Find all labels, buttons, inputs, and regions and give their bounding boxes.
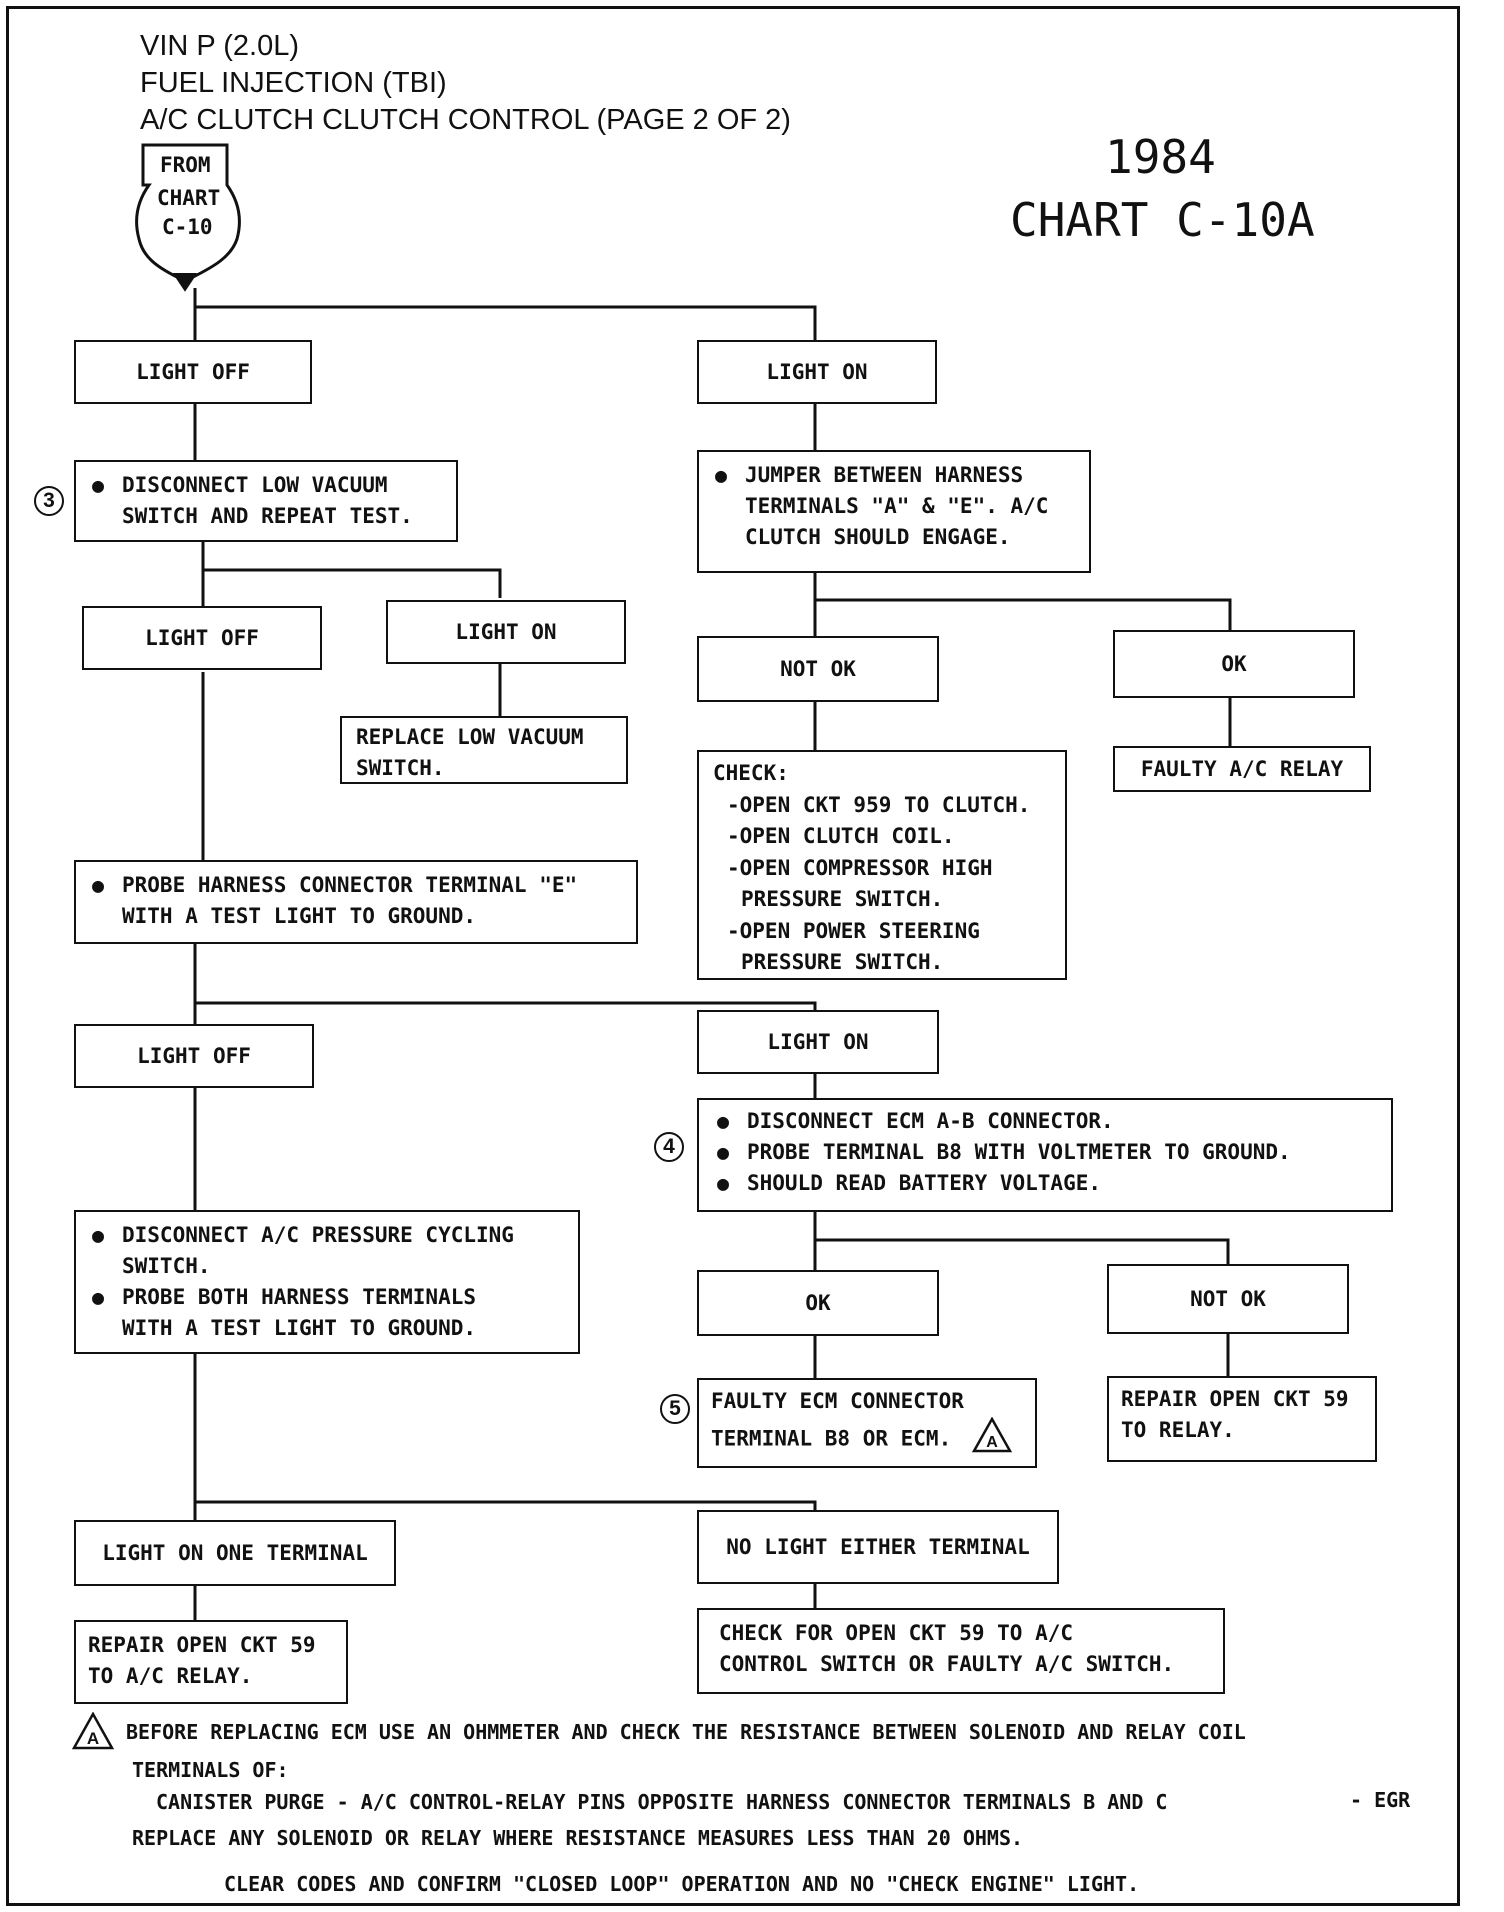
step-5-badge: A (986, 1434, 998, 1451)
disconnect-cycling-switch-box: DISCONNECT A/C PRESSURE CYCLING SWITCH. … (74, 1210, 580, 1354)
repair-59-relay-line2: TO A/C RELAY. (88, 1664, 253, 1688)
no-light-either-terminal-label: NO LIGHT EITHER TERMINAL (726, 1534, 1030, 1559)
right-light-on-1-label: LIGHT ON (766, 359, 868, 384)
start-from-label: FROM (160, 153, 211, 177)
header-chart-subject: A/C CLUTCH CLUTCH CONTROL (PAGE 2 OF 2) (140, 104, 791, 136)
right-ok-2-label: OK (805, 1290, 831, 1315)
right-not-ok-1-label: NOT OK (780, 656, 856, 681)
jumper-line1: JUMPER BETWEEN HARNESS (711, 460, 1077, 491)
check-open-59-line1: CHECK FOR OPEN CKT 59 TO A/C (719, 1621, 1074, 1645)
check-item-3b: PRESSURE SWITCH. (741, 887, 944, 911)
note-line2: TERMINALS OF: (132, 1758, 289, 1782)
header-fuel-injection: FUEL INJECTION (TBI) (140, 67, 447, 99)
right-not-ok-2: NOT OK (1107, 1264, 1349, 1334)
no-light-either-terminal-box: NO LIGHT EITHER TERMINAL (697, 1510, 1059, 1584)
left-light-on-2: LIGHT ON (386, 600, 626, 664)
step-5-line2-row: TERMINAL B8 OR ECM. A (711, 1416, 1023, 1462)
repair-ckt59-box: REPAIR OPEN CKT 59 TO RELAY. (1107, 1376, 1377, 1462)
right-not-ok-1: NOT OK (697, 636, 939, 702)
right-light-on-2: LIGHT ON (697, 1010, 939, 1074)
start-chart-label: CHART (157, 186, 221, 210)
replace-vacuum-line2: SWITCH. (356, 756, 445, 780)
right-light-on-2-label: LIGHT ON (767, 1029, 869, 1054)
cycling-line3: PROBE BOTH HARNESS TERMINALS (88, 1282, 566, 1313)
left-light-off-3: LIGHT OFF (74, 1024, 314, 1088)
step-4-box: DISCONNECT ECM A-B CONNECTOR. PROBE TERM… (697, 1098, 1393, 1212)
chart-title: CHART C-10A (1010, 193, 1315, 247)
cycling-line4: WITH A TEST LIGHT TO GROUND. (122, 1316, 477, 1340)
repair-59-line1: REPAIR OPEN CKT 59 (1121, 1387, 1349, 1411)
check-open-ckt59-box: CHECK FOR OPEN CKT 59 TO A/C CONTROL SWI… (697, 1608, 1225, 1694)
check-list-box: CHECK: -OPEN CKT 959 TO CLUTCH. -OPEN CL… (697, 750, 1067, 980)
left-light-off-1: LIGHT OFF (74, 340, 312, 404)
check-item-3a: -OPEN COMPRESSOR HIGH (727, 855, 993, 880)
warning-a-icon: A (971, 1416, 1013, 1462)
probe-e-line2: WITH A TEST LIGHT TO GROUND. (122, 904, 477, 928)
left-light-off-2: LIGHT OFF (82, 606, 322, 670)
check-item-1: -OPEN CKT 959 TO CLUTCH. (727, 792, 1031, 817)
check-title: CHECK: (713, 761, 789, 785)
check-open-59-line2: CONTROL SWITCH OR FAULTY A/C SWITCH. (719, 1652, 1175, 1676)
step-4-line3: SHOULD READ BATTERY VOLTAGE. (713, 1168, 1377, 1199)
chart-year: 1984 (1105, 130, 1216, 184)
step-5-line2: TERMINAL B8 OR ECM. (711, 1426, 952, 1451)
note-badge: A (87, 1729, 99, 1748)
note-line4: REPLACE ANY SOLENOID OR RELAY WHERE RESI… (132, 1826, 1024, 1850)
cycling-line1: DISCONNECT A/C PRESSURE CYCLING (88, 1220, 566, 1251)
step-3-line1: DISCONNECT LOW VACUUM (88, 470, 444, 501)
note-line3b: - EGR (1350, 1788, 1411, 1812)
right-not-ok-2-label: NOT OK (1190, 1286, 1266, 1311)
check-item-4a: -OPEN POWER STEERING (727, 918, 980, 943)
check-item-2: -OPEN CLUTCH COIL. (727, 824, 955, 848)
note-line3a: CANISTER PURGE - A/C CONTROL-RELAY PINS … (156, 1790, 1168, 1814)
step-3-line2: SWITCH AND REPEAT TEST. (122, 504, 413, 528)
step-5-line1: FAULTY ECM CONNECTOR (711, 1389, 964, 1413)
jumper-line3: CLUTCH SHOULD ENGAGE. (745, 525, 1011, 549)
repair-ckt59-relay-box: REPAIR OPEN CKT 59 TO A/C RELAY. (74, 1620, 348, 1704)
header-vin: VIN P (2.0L) (140, 30, 300, 62)
right-ok-1: OK (1113, 630, 1355, 698)
repair-59-line2: TO RELAY. (1121, 1418, 1235, 1442)
left-light-off-3-label: LIGHT OFF (137, 1043, 251, 1068)
note-warning-a-icon: A (72, 1712, 114, 1750)
step-4-line1: DISCONNECT ECM A-B CONNECTOR. (713, 1106, 1377, 1137)
page-frame (6, 6, 1460, 1906)
left-light-off-1-label: LIGHT OFF (136, 359, 250, 384)
replace-vacuum-line1: REPLACE LOW VACUUM (356, 725, 584, 749)
step-3-box: DISCONNECT LOW VACUUM SWITCH AND REPEAT … (74, 460, 458, 542)
probe-e-line1: PROBE HARNESS CONNECTOR TERMINAL "E" (88, 870, 624, 901)
right-ok-1-label: OK (1221, 651, 1247, 676)
check-item-4b: PRESSURE SWITCH. (741, 950, 944, 974)
note-line1: BEFORE REPLACING ECM USE AN OHMMETER AND… (126, 1720, 1246, 1744)
faulty-ac-relay-label: FAULTY A/C RELAY (1140, 756, 1344, 781)
start-marker-shape (135, 143, 241, 292)
cycling-line2: SWITCH. (122, 1254, 211, 1278)
faulty-ac-relay-box: FAULTY A/C RELAY (1113, 746, 1371, 792)
step-5-box: FAULTY ECM CONNECTOR TERMINAL B8 OR ECM.… (697, 1378, 1037, 1468)
left-light-on-2-label: LIGHT ON (455, 619, 557, 644)
note-line5: CLEAR CODES AND CONFIRM "CLOSED LOOP" OP… (224, 1872, 1140, 1896)
light-on-one-terminal-box: LIGHT ON ONE TERMINAL (74, 1520, 396, 1586)
step-4-callout: 4 (654, 1132, 684, 1162)
probe-terminal-e-box: PROBE HARNESS CONNECTOR TERMINAL "E" WIT… (74, 860, 638, 944)
repair-59-relay-line1: REPAIR OPEN CKT 59 (88, 1633, 316, 1657)
step-3-callout: 3 (34, 486, 64, 516)
right-ok-2: OK (697, 1270, 939, 1336)
right-light-on-1: LIGHT ON (697, 340, 937, 404)
start-chart-ref: C-10 (162, 215, 213, 239)
step-5-callout: 5 (660, 1394, 690, 1424)
jumper-line2: TERMINALS "A" & "E". A/C (745, 494, 1049, 518)
step-4-line2: PROBE TERMINAL B8 WITH VOLTMETER TO GROU… (713, 1137, 1377, 1168)
light-on-one-terminal-label: LIGHT ON ONE TERMINAL (102, 1540, 368, 1565)
jumper-terminals-box: JUMPER BETWEEN HARNESS TERMINALS "A" & "… (697, 450, 1091, 573)
replace-vacuum-switch-box: REPLACE LOW VACUUM SWITCH. (340, 716, 628, 784)
left-light-off-2-label: LIGHT OFF (145, 625, 259, 650)
